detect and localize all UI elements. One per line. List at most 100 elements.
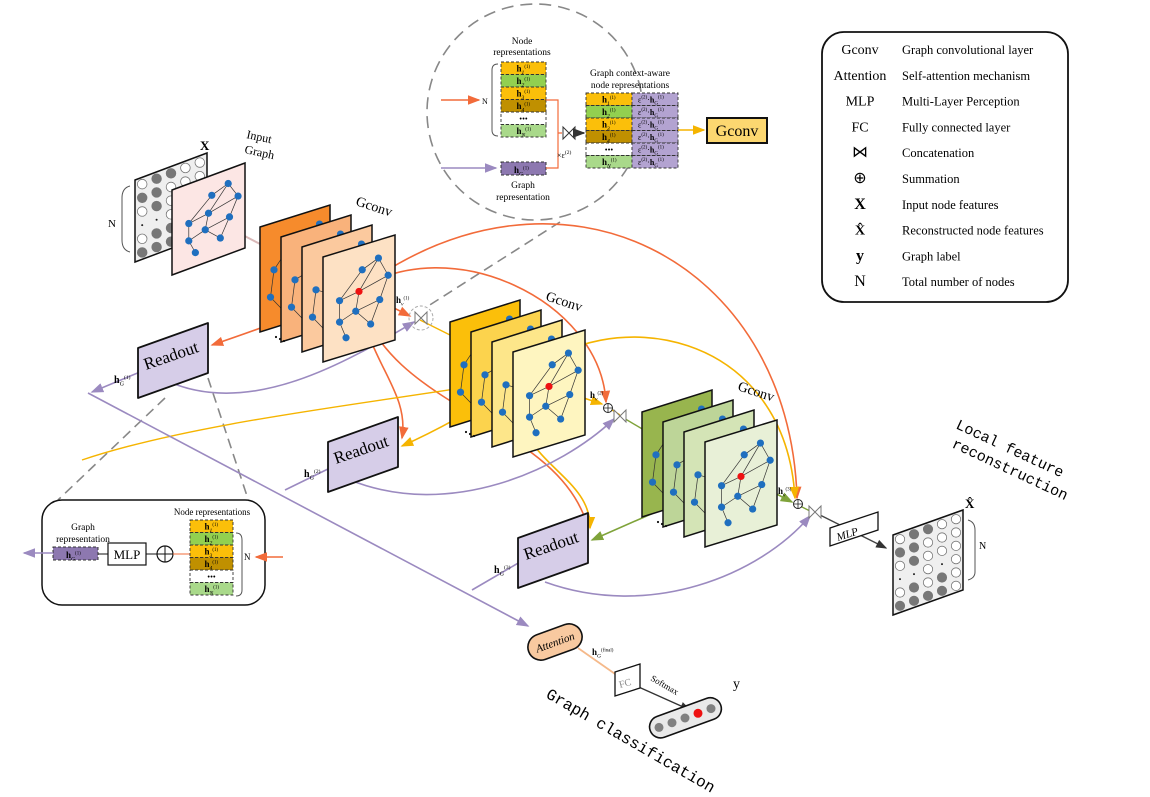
graph-edge [358,274,389,292]
feature-empty [136,233,148,245]
superscript: (2) [641,108,647,113]
subscript: N [209,590,214,596]
graph-edge [208,195,239,214]
subscript: 1 [210,528,213,534]
n-label: N [979,541,986,552]
node-rep-title: Node representations [174,507,251,517]
predicted-class [693,708,703,718]
feature-filled [922,590,934,601]
legend-description: Multi-Layer Perception [902,95,1020,109]
n-label: N [244,552,251,562]
h-symbol: h [602,95,607,105]
hg-final-label: hG(final) [592,647,614,659]
h-symbol: h [205,559,210,569]
node-rep-row [189,582,234,596]
zoom-focus-circle [408,305,434,331]
graph-edge [721,454,745,486]
readout-box [327,416,399,493]
feature-empty [894,534,906,545]
graph-node [766,456,774,464]
feature-filled [165,168,177,179]
graph-node [270,266,278,274]
h-symbol: h [650,108,655,117]
subscript: 1 [607,101,610,107]
scale-base: ×ε [557,151,566,160]
h-symbol: h [114,375,120,386]
legend-symbol: X̂ [855,221,865,238]
graph-edge [548,369,579,387]
ellipsis-dot [141,224,144,227]
legend-symbol: ⊕ [853,170,866,187]
graph-node [477,398,486,406]
subscript: 2 [522,82,525,88]
legend-description: Graph convolutional layer [902,43,1034,57]
graph-edge [358,257,379,292]
stack-ellipsis-dot [664,524,668,528]
graph-node [204,209,213,217]
graph-node [734,492,742,500]
feature-filled [151,200,162,212]
graph-node [532,429,540,437]
feature-empty [136,178,148,190]
center-node [355,287,363,296]
sum3-icon-cross [793,499,803,509]
graph-edge [673,464,678,493]
h-symbol: h [650,121,655,130]
graph-node [758,480,766,489]
summation-cross [157,546,173,562]
subscript: G [120,381,125,388]
graph-edge [229,195,239,218]
graph-node [225,213,234,221]
graph-node [335,318,344,326]
graph-node [201,226,209,234]
feature-empty [180,162,191,174]
graph-edge [205,216,230,231]
graph-node [185,219,193,228]
superscript: (3) [786,487,792,492]
graph-classification-title: Graph classification [543,686,718,797]
graph-node [216,234,224,242]
feature-empty [950,527,962,538]
subscript: G [71,556,75,562]
graph-node [574,366,582,374]
ellipsis: ••• [605,146,614,155]
feature-empty [936,545,948,556]
legend-symbol: FC [851,120,868,135]
graph-edge [208,183,229,214]
graph-edge [545,394,570,407]
n-label: N [482,97,488,106]
gconv-layer-3: Gconv [641,380,778,549]
graph-node [669,488,678,496]
graph-edge [379,275,389,300]
node-rep-row [500,124,547,138]
concat1-icon [414,310,428,326]
feature-empty [136,206,148,217]
legend-description: Total number of nodes [902,275,1015,289]
superscript: (1) [212,535,218,540]
context-term-cell [631,155,679,169]
graph-node [185,237,193,245]
gconv-label: Gconv [544,290,584,316]
h-symbol: h [602,157,607,167]
feature-filled [908,529,920,540]
concat2-icon [613,408,627,424]
dot: · [647,121,650,130]
superscript: (1) [212,560,218,565]
subscript: G [519,171,523,177]
reconstructed-feature-matrix [892,508,964,617]
h-symbol: h [650,146,655,155]
fc-label: FC [618,677,633,691]
superscript: (1) [610,108,616,113]
merge-lines [546,99,562,169]
stack-ellipsis-dot [468,432,472,436]
graph-edge [291,279,296,308]
gconv-box-label: Gconv [716,123,759,140]
feature-empty [950,580,962,591]
attention-to-fc-line [577,647,619,677]
superscript: (1) [610,133,616,138]
attention-block [527,623,583,661]
h-symbol: h [517,64,522,74]
epsilon: ε [638,121,642,130]
